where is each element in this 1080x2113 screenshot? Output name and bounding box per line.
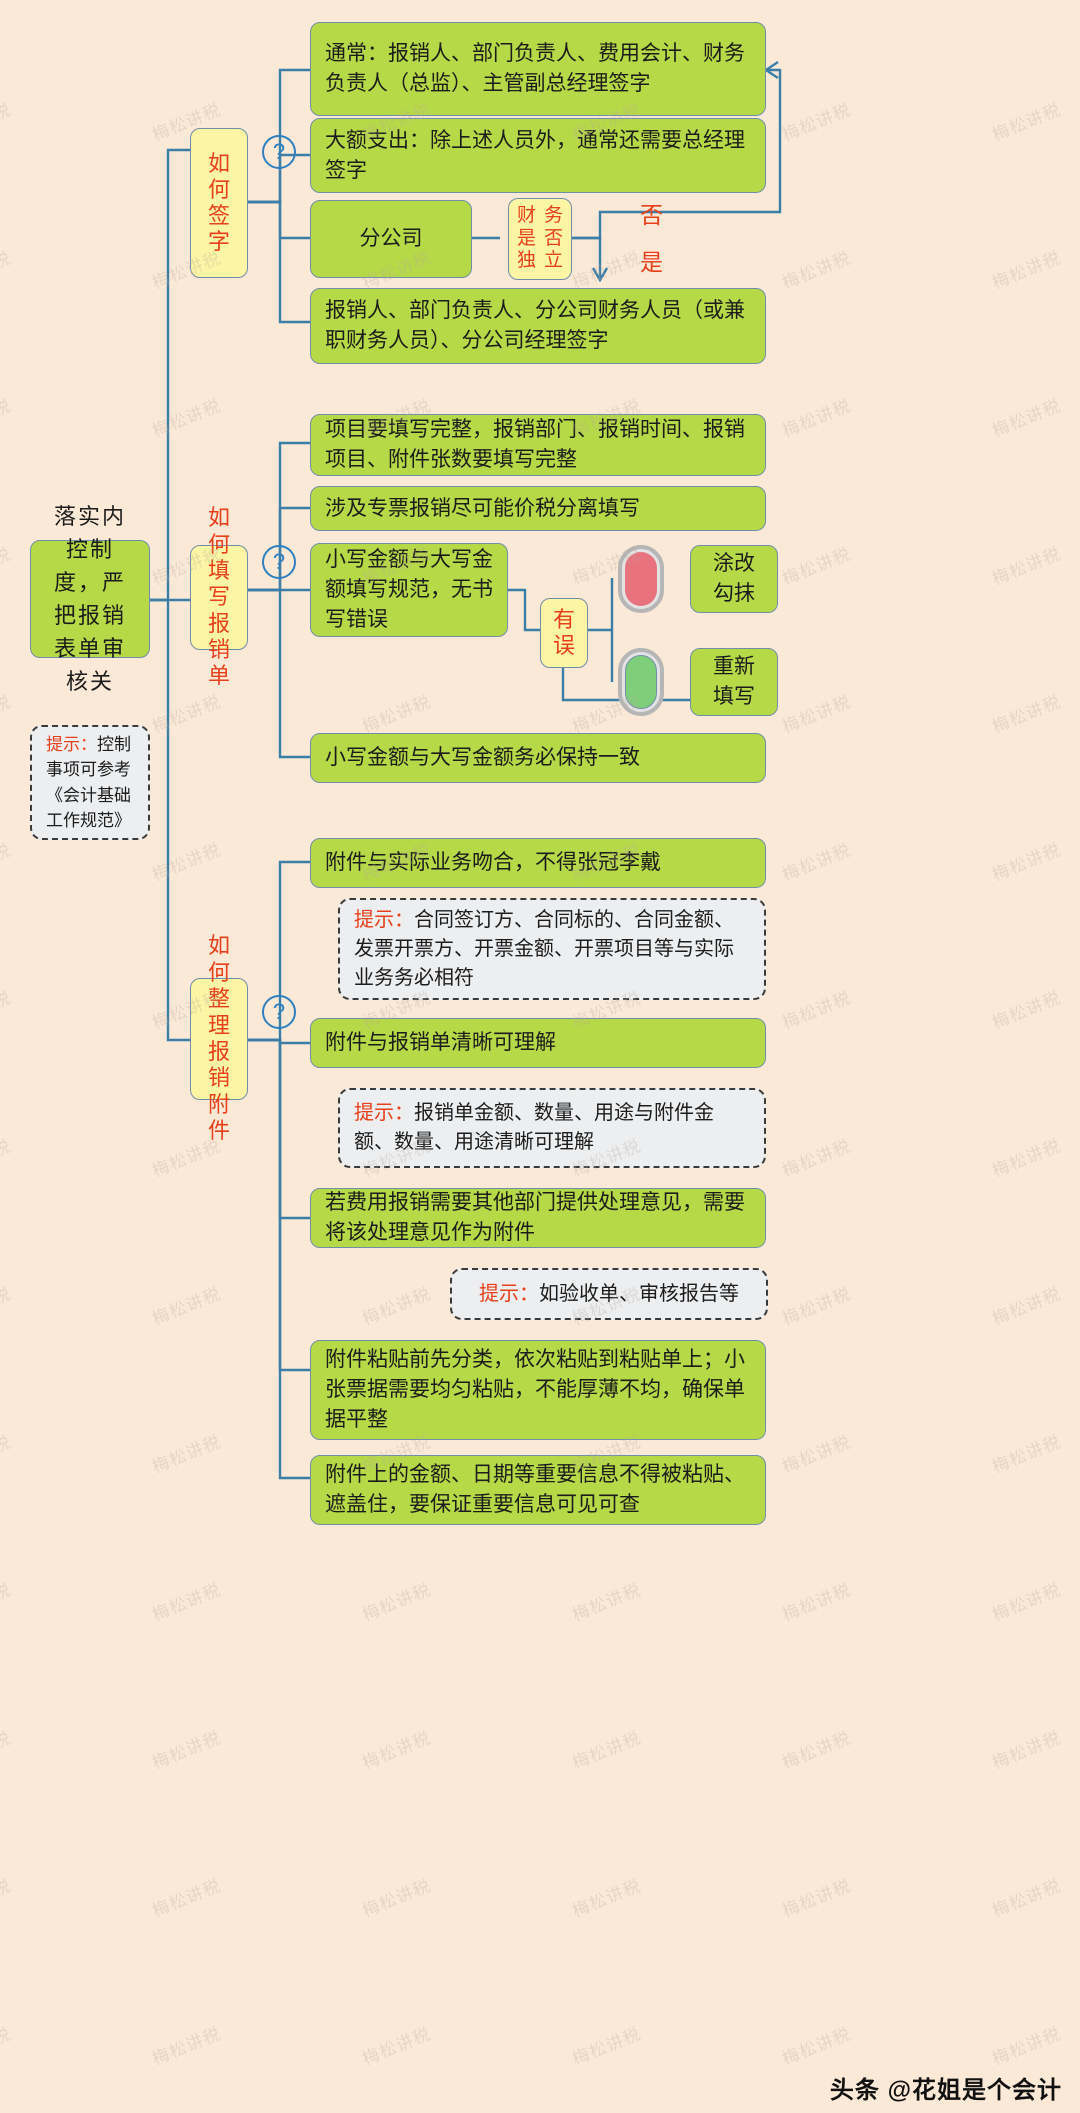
node-att-5[interactable]: 附件上的金额、日期等重要信息不得被粘贴、遮盖住，要保证重要信息可见可查 bbox=[310, 1455, 766, 1525]
node-fill-4[interactable]: 小写金额与大写金额务必保持一致 bbox=[310, 733, 766, 783]
question-icon-fill[interactable]: ? bbox=[262, 545, 296, 579]
decision-finance-independent[interactable]: 财 务 是 否 独 立 bbox=[508, 198, 572, 280]
node-att-3[interactable]: 若费用报销需要其他部门提供处理意见，需要将该处理意见作为附件 bbox=[310, 1188, 766, 1248]
root-label: 落实内控制度，严把报销表单审核关 bbox=[53, 504, 126, 694]
node-sign-3[interactable]: 分公司 bbox=[310, 200, 472, 278]
decision-has-error[interactable]: 有误 bbox=[540, 598, 588, 668]
node-outcome-red[interactable]: 涂改勾抹 bbox=[690, 545, 778, 613]
root-tip-prefix: 提示： bbox=[46, 734, 97, 754]
root-tip: 提示：控制事项可参考《会计基础工作规范》 bbox=[30, 725, 150, 840]
node-sign-1[interactable]: 通常：报销人、部门负责人、费用会计、财务负责人（总监）、主管副总经理签字 bbox=[310, 22, 766, 116]
footer-credit: 头条 @花姐是个会计 bbox=[829, 2077, 1062, 2104]
node-fill-1[interactable]: 项目要填写完整，报销部门、报销时间、报销项目、附件张数要填写完整 bbox=[310, 414, 766, 476]
red-bulb-icon bbox=[625, 552, 657, 606]
tip-attach-3: 提示：如验收单、审核报告等 bbox=[450, 1268, 768, 1320]
branch-label-sign[interactable]: 如何签字 bbox=[190, 128, 248, 278]
root-node[interactable]: 落实内控制度，严把报销表单审核关 bbox=[30, 504, 150, 694]
branch-label-sign-text: 如何签字 bbox=[207, 151, 230, 254]
node-fill-3[interactable]: 小写金额与大写金额填写规范，无书写错误 bbox=[310, 543, 508, 637]
tip-attach-1: 提示：合同签订方、合同标的、合同金额、发票开票方、开票金额、开票项目等与实际业务… bbox=[338, 898, 766, 1000]
green-traffic-light bbox=[618, 648, 664, 716]
node-att-4[interactable]: 附件粘贴前先分类，依次粘贴到粘贴单上；小张票据需要均匀粘贴，不能厚薄不均，确保单… bbox=[310, 1340, 766, 1440]
question-icon-sign[interactable]: ? bbox=[262, 135, 296, 169]
node-att-2[interactable]: 附件与报销单清晰可理解 bbox=[310, 1018, 766, 1068]
node-sign-4[interactable]: 报销人、部门负责人、分公司财务人员（或兼职财务人员）、分公司经理签字 bbox=[310, 288, 766, 364]
green-bulb-icon bbox=[625, 655, 657, 709]
node-sign-2[interactable]: 大额支出：除上述人员外，通常还需要总经理签字 bbox=[310, 118, 766, 193]
root-tip-text: 控制事项可参考《会计基础工作规范》 bbox=[46, 734, 131, 831]
node-outcome-green[interactable]: 重新填写 bbox=[690, 648, 778, 716]
node-fill-2[interactable]: 涉及专票报销尽可能价税分离填写 bbox=[310, 486, 766, 531]
tip-attach-2: 提示：报销单金额、数量、用途与附件金额、数量、用途清晰可理解 bbox=[338, 1088, 766, 1168]
branch-label-fill-text: 如何填写报销单 bbox=[207, 505, 230, 689]
node-att-1[interactable]: 附件与实际业务吻合，不得张冠李戴 bbox=[310, 838, 766, 888]
red-traffic-light bbox=[618, 545, 664, 613]
branch-label-fill[interactable]: 如何填写报销单 bbox=[190, 505, 248, 688]
branch-label-attach-text: 如何整理报销附件 bbox=[207, 933, 230, 1144]
label-no: 否 bbox=[640, 203, 663, 228]
label-yes: 是 bbox=[640, 250, 663, 275]
question-icon-attach[interactable]: ? bbox=[262, 995, 296, 1029]
branch-label-attach[interactable]: 如何整理报销附件 bbox=[190, 933, 248, 1143]
